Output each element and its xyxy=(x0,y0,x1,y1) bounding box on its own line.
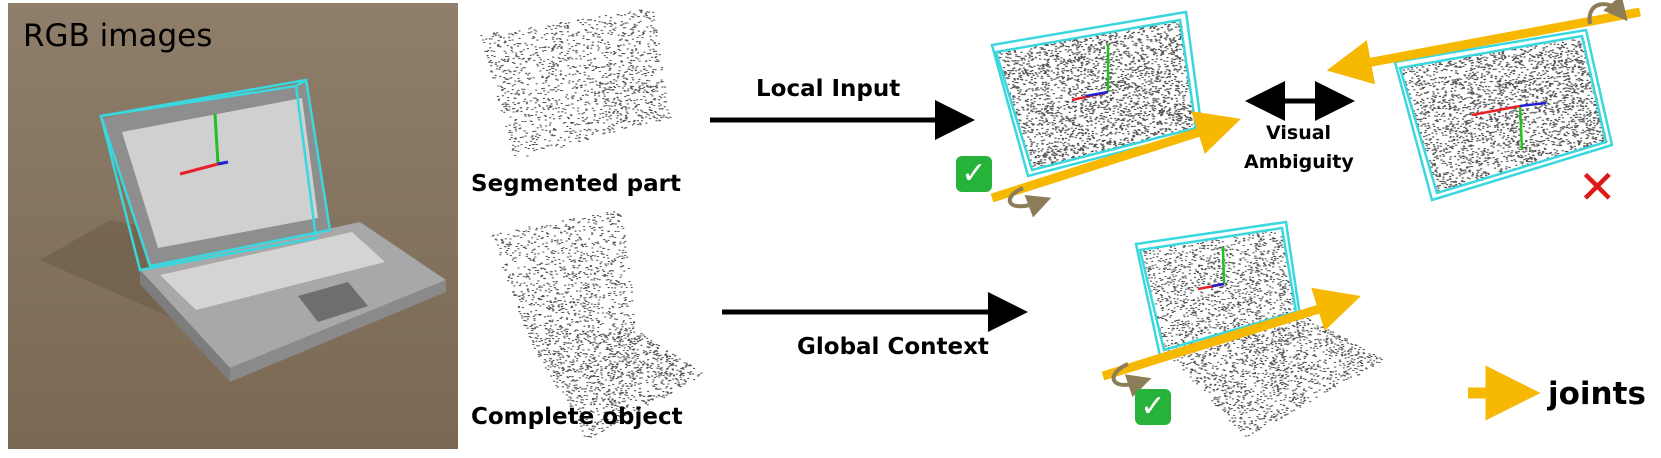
laptop-base xyxy=(140,222,446,382)
visual-ambiguity-line1: Visual xyxy=(1266,122,1332,144)
local-input-label: Local Input xyxy=(756,76,901,102)
segmented-part-label: Segmented part xyxy=(471,171,681,197)
rgb-axes xyxy=(179,113,229,176)
global-context-label: Global Context xyxy=(797,334,989,360)
complete-object-base-cloud xyxy=(532,330,703,438)
cloud-axes-bottom xyxy=(1197,246,1226,291)
joint-arrow-right xyxy=(1326,7,1641,85)
rgb-bounding-box xyxy=(99,78,332,272)
segmented-part-cloud xyxy=(480,9,672,157)
joint-arrow-bottom xyxy=(1101,287,1361,381)
joints-legend-label: joints xyxy=(1548,376,1646,412)
rgb-images-title: RGB images xyxy=(23,18,213,54)
joint-arrow-top xyxy=(990,111,1241,203)
top-right-box-inner xyxy=(1398,34,1608,195)
visual-ambiguity-line2: Ambiguity xyxy=(1244,151,1354,173)
top-middle-cloud xyxy=(998,21,1196,168)
cloud-axes-right xyxy=(1471,101,1547,151)
rotation-icon-right xyxy=(1587,0,1628,25)
rgb-image-panel xyxy=(8,3,458,449)
top-right-box xyxy=(1393,28,1614,202)
point-clouds xyxy=(480,9,1608,438)
rotation-icon-top xyxy=(1008,186,1052,218)
complete-object-label: Complete object xyxy=(471,404,683,430)
complete-object-lid-cloud xyxy=(491,211,636,342)
check-mark-icon: ✓ xyxy=(956,156,992,192)
cross-mark-icon: ✕ xyxy=(1578,160,1617,214)
laptop-lid xyxy=(103,82,330,265)
check-mark-icon-bottom: ✓ xyxy=(1135,389,1171,425)
cloud-axes-top xyxy=(1071,44,1110,102)
bottom-right-lid-cloud xyxy=(1142,231,1297,350)
rotation-icon-bottom xyxy=(1111,362,1152,398)
